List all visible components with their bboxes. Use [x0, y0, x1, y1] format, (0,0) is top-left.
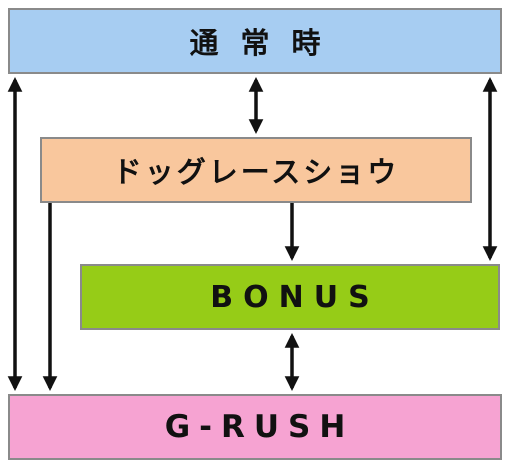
normal-state-box: 通常時 — [8, 8, 502, 74]
grush-label: G-RUSH — [164, 409, 355, 445]
bonus-box: BONUS — [80, 264, 500, 330]
normal-state-label: 通常時 — [189, 26, 343, 60]
dog-race-show-box: ドッグレースショウ — [40, 137, 472, 203]
bonus-label: BONUS — [210, 279, 380, 315]
dog-race-show-label: ドッグレースショウ — [112, 155, 400, 189]
grush-box: G-RUSH — [8, 394, 502, 460]
